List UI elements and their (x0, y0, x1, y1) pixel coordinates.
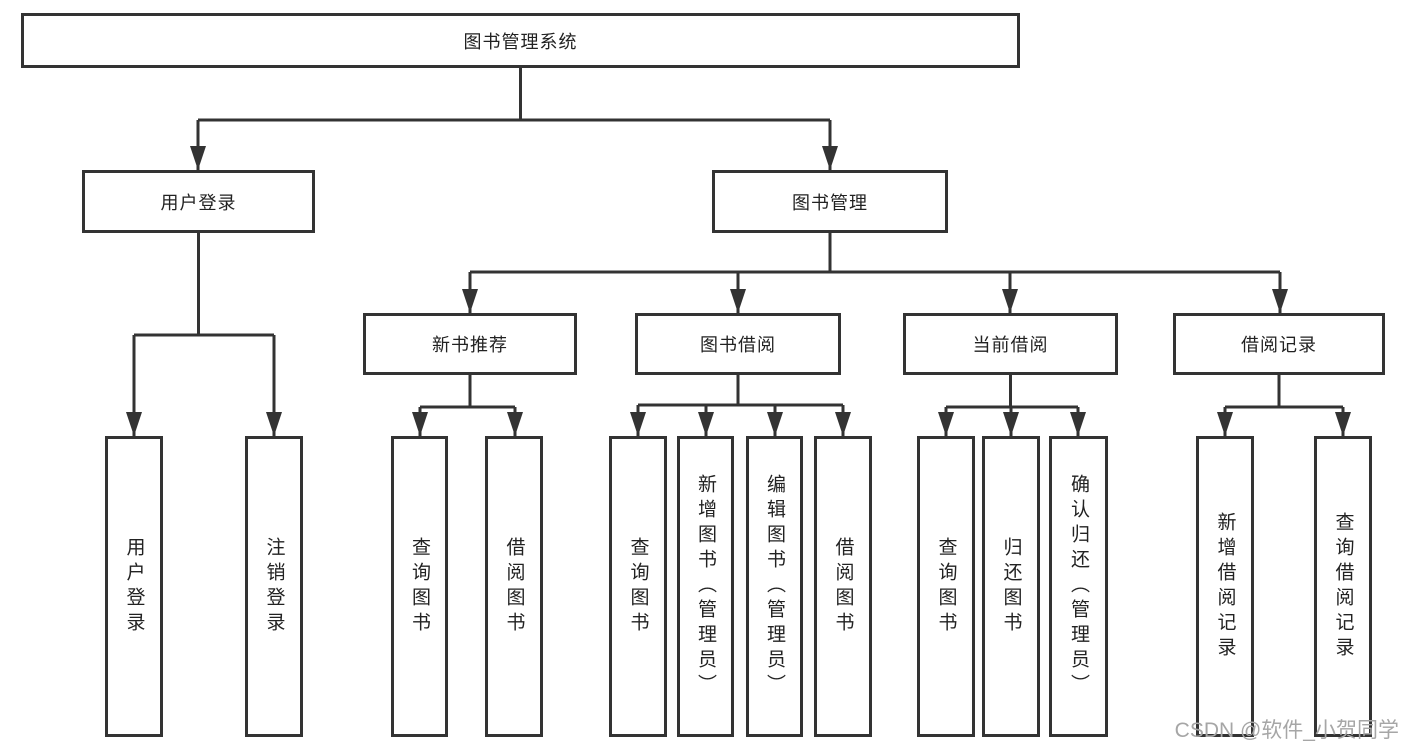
node-label: 归还图书 (1000, 536, 1022, 637)
node-leaf-user-login: 用户登录 (105, 436, 163, 737)
node-label: 查询图书 (935, 536, 957, 637)
node-leaf-query-books-recommend: 查询图书 (391, 436, 448, 737)
node-book-management: 图书管理 (712, 170, 948, 233)
node-leaf-confirm-return-admin: 确认归还（管理员） (1049, 436, 1108, 737)
watermark: CSDN @软件_小贺同学 (1174, 719, 1399, 742)
node-label: 图书管理 (792, 192, 868, 213)
node-library-system: 图书管理系统 (21, 13, 1020, 68)
node-leaf-add-book-admin: 新增图书（管理员） (677, 436, 734, 737)
node-current-borrowing: 当前借阅 (903, 313, 1118, 375)
node-label: 查询借阅记录 (1332, 511, 1354, 662)
node-leaf-query-books-borrowing: 查询图书 (609, 436, 667, 737)
node-label: 新增借阅记录 (1214, 511, 1236, 662)
node-leaf-query-books-current: 查询图书 (917, 436, 975, 737)
node-new-book-recommend: 新书推荐 (363, 313, 577, 375)
node-leaf-return-book: 归还图书 (982, 436, 1040, 737)
node-leaf-edit-book-admin: 编辑图书（管理员） (746, 436, 803, 737)
node-book-borrowing: 图书借阅 (635, 313, 841, 375)
node-label: 确认归还（管理员） (1068, 474, 1089, 699)
node-label: 注销登录 (263, 536, 285, 637)
node-borrow-records: 借阅记录 (1173, 313, 1385, 375)
node-label: 用户登录 (160, 192, 237, 213)
node-label: 借阅图书 (503, 536, 525, 637)
node-label: 新增图书（管理员） (695, 474, 716, 699)
node-label: 借阅记录 (1241, 335, 1317, 355)
node-label: 查询图书 (627, 536, 649, 637)
node-label: 用户登录 (123, 536, 145, 637)
node-user-login-branch: 用户登录 (82, 170, 315, 233)
node-label: 借阅图书 (832, 536, 854, 637)
node-label: 当前借阅 (972, 335, 1049, 355)
node-leaf-query-borrow-record: 查询借阅记录 (1314, 436, 1372, 737)
arrowhead-icons (126, 146, 1351, 436)
connector-shafts (132, 68, 1345, 436)
node-label: 查询图书 (409, 536, 430, 637)
node-leaf-borrow-books-borrowing: 借阅图书 (814, 436, 872, 737)
node-leaf-add-borrow-record: 新增借阅记录 (1196, 436, 1254, 737)
node-label: 新书推荐 (432, 335, 508, 355)
node-label: 图书管理系统 (463, 31, 578, 52)
node-leaf-logout: 注销登录 (245, 436, 303, 737)
node-leaf-borrow-books-recommend: 借阅图书 (485, 436, 543, 737)
node-label: 图书借阅 (700, 335, 776, 355)
node-label: 编辑图书（管理员） (764, 474, 785, 699)
